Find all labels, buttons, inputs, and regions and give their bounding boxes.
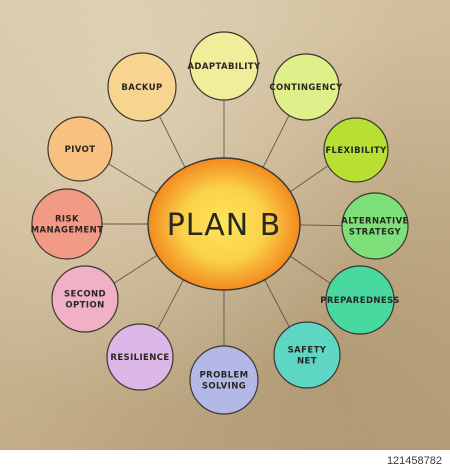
node-circle-risk-management	[31, 188, 103, 260]
spoke-pivot	[108, 163, 157, 194]
node-circle-flexibility	[323, 117, 389, 183]
concept-nodes: ADAPTABILITY CONTINGENCY FLEXIBILITY ALTERN…	[31, 31, 409, 415]
node-circle-problem-solving	[189, 345, 259, 415]
spoke-backup	[159, 115, 186, 168]
node-contingency: CONTINGENCY	[269, 53, 343, 121]
node-label-contingency: CONTINGENCY	[269, 83, 343, 93]
node-circle-backup	[107, 52, 177, 122]
image-id-text: 121458782	[386, 455, 442, 467]
node-pivot: PIVOT	[47, 116, 113, 182]
node-circle-safety-net	[273, 321, 341, 389]
node-backup: BACKUP	[107, 52, 177, 122]
node-flexibility: FLEXIBILITY	[323, 117, 389, 183]
node-preparedness: PREPAREDNESS	[320, 265, 400, 335]
spoke-safety-net	[264, 279, 290, 328]
node-circle-contingency	[272, 53, 340, 121]
watermark-bar: 121458782	[0, 450, 450, 469]
node-circle-pivot	[47, 116, 113, 182]
node-circle-second-option	[51, 265, 119, 333]
node-circle-resilience	[106, 323, 174, 391]
node-label-preparedness: PREPAREDNESS	[320, 296, 400, 306]
spoke-resilience	[157, 279, 184, 330]
node-adaptability: ADAPTABILITY	[187, 31, 261, 101]
node-label-adaptability: ADAPTABILITY	[187, 62, 261, 72]
connector-lines	[102, 100, 343, 346]
node-label-resilience: RESILIENCE	[110, 353, 169, 363]
spoke-flexibility	[290, 165, 329, 193]
center-node: PLAN B	[147, 157, 301, 291]
node-circle-alternative-strategy	[341, 192, 409, 260]
node-circle-adaptability	[189, 31, 259, 101]
node-circle-preparedness	[325, 265, 395, 335]
spoke-alternative-strategy	[299, 224, 343, 227]
node-resilience: RESILIENCE	[106, 323, 174, 391]
node-label-backup: BACKUP	[121, 83, 162, 93]
center-label: PLAN B	[167, 208, 282, 243]
spoke-preparedness	[290, 255, 331, 284]
center-circle	[147, 157, 301, 291]
spoke-second-option	[113, 254, 158, 284]
spoke-contingency	[262, 115, 290, 168]
node-label-pivot: PIVOT	[65, 145, 96, 155]
node-label-flexibility: FLEXIBILITY	[325, 146, 387, 156]
